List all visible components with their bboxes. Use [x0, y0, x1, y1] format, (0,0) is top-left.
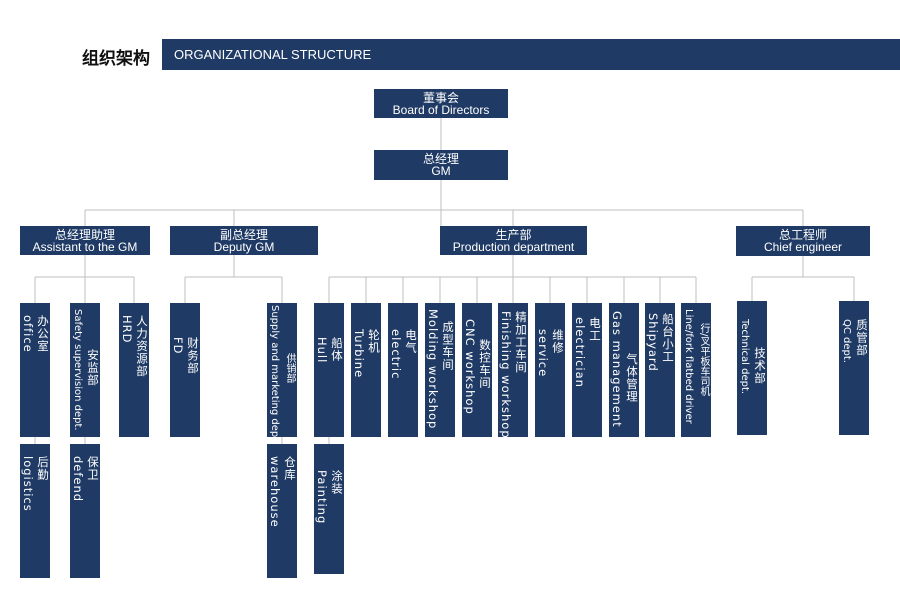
- logistics-en: logistics: [21, 456, 35, 512]
- molding-workshop-box: 成型车间 Molding workshop: [425, 303, 455, 437]
- shipyard-cn: 船台小工: [661, 313, 675, 363]
- gas-cn: 气体管理: [625, 353, 639, 403]
- office-en: office: [21, 315, 35, 353]
- turbine-en: Turbine: [352, 329, 366, 379]
- gm-en: GM: [431, 164, 451, 178]
- safety-en: Safety supervision dept.: [72, 309, 83, 431]
- electrician-box: 电工 electrician: [572, 303, 602, 437]
- electrician-en: electrician: [573, 317, 587, 388]
- qc-en: QC dept.: [841, 319, 852, 363]
- supply-marketing-box: 供销部 Supply and marketing dept.: [267, 303, 297, 444]
- service-box: 维修 service: [535, 303, 565, 437]
- fd-cn: 财务部: [186, 337, 200, 375]
- warehouse-box: 仓库 warehouse: [267, 444, 297, 578]
- electric-cn: 电气: [404, 329, 418, 354]
- fd-box: 财务部 FD: [170, 303, 200, 437]
- supply-en: Supply and marketing dept.: [269, 305, 280, 445]
- logistics-box: 后勤 logistics: [20, 444, 50, 578]
- safety-cn: 安监部: [86, 349, 100, 387]
- finishing-workshop-box: 精加工车间 Finishing workshop: [498, 303, 528, 439]
- office-box: 办公室 office: [20, 303, 50, 437]
- safety-supervision-box: 安监部 Safety supervision dept.: [70, 303, 100, 437]
- service-en: service: [536, 329, 550, 378]
- electric-en: electric: [389, 329, 403, 380]
- deputy-gm-box: 副总经理 Deputy GM: [170, 226, 318, 255]
- hull-box: 船体 Hull: [314, 303, 344, 437]
- page-title-cn: 组织架构: [82, 49, 150, 69]
- fd-en: FD: [171, 337, 185, 355]
- turbine-cn: 轮机: [367, 329, 381, 354]
- hrd-en: HRD: [120, 315, 134, 344]
- page-title-bar: ORGANIZATIONAL STRUCTURE: [162, 39, 900, 70]
- technical-cn: 技术部: [753, 347, 767, 385]
- painting-cn: 涂装: [330, 470, 344, 495]
- chief-engineer-cn: 总工程师: [778, 228, 827, 242]
- flatbed-en: Line/fork flatbed driver: [683, 309, 694, 424]
- defend-en: defend: [71, 456, 85, 503]
- assistant-gm-en: Assistant to the GM: [32, 239, 138, 254]
- chief-engineer-box: 总工程师 Chief engineer: [736, 226, 870, 256]
- cnc-workshop-box: 数控车间 CNC workshop: [462, 303, 492, 437]
- qc-cn: 质管部: [855, 319, 869, 357]
- office-cn: 办公室: [36, 315, 50, 353]
- production-dept-box: 生产部 Production department: [440, 226, 587, 255]
- deputy-gm-cn: 副总经理: [219, 227, 268, 242]
- hrd-box: 人力资源部 HRD: [119, 303, 149, 437]
- warehouse-en: warehouse: [268, 456, 282, 528]
- logistics-cn: 后勤: [36, 456, 50, 481]
- production-cn: 生产部: [495, 227, 532, 242]
- technical-en: Technical dept.: [739, 319, 750, 395]
- flatbed-cn: 行/叉平板车司机: [698, 323, 709, 397]
- flatbed-driver-box: 行/叉平板车司机 Line/fork flatbed driver: [681, 303, 711, 437]
- gas-management-box: 气体管理 Gas management: [609, 303, 639, 437]
- technical-dept-box: 技术部 Technical dept.: [737, 301, 767, 435]
- turbine-box: 轮机 Turbine: [351, 303, 381, 437]
- painting-en: Painting: [315, 470, 329, 525]
- board-en: Board of Directors: [392, 102, 490, 117]
- assistant-gm-cn: 总经理助理: [54, 227, 115, 242]
- gm-box: 总经理 GM: [374, 150, 508, 180]
- molding-en: Molding workshop: [426, 309, 440, 430]
- gas-en: Gas management: [610, 311, 624, 428]
- shipyard-box: 船台小工 Shipyard: [645, 303, 675, 437]
- board-cn: 董事会: [422, 90, 459, 105]
- cnc-cn: 数控车间: [478, 339, 492, 389]
- defend-box: 保卫 defend: [70, 444, 100, 578]
- molding-cn: 成型车间: [441, 321, 455, 371]
- hrd-cn: 人力资源部: [135, 315, 149, 378]
- hull-cn: 船体: [330, 337, 344, 362]
- shipyard-en: Shipyard: [646, 313, 660, 372]
- assistant-gm-box: 总经理助理 Assistant to the GM: [20, 226, 150, 255]
- electrician-cn: 电工: [588, 317, 602, 342]
- defend-cn: 保卫: [86, 456, 100, 481]
- finishing-en: Finishing workshop: [499, 311, 513, 439]
- deputy-gm-en: Deputy GM: [213, 239, 275, 254]
- supply-cn: 供销部: [284, 353, 295, 383]
- warehouse-cn: 仓库: [283, 456, 297, 481]
- production-en: Production department: [452, 239, 575, 254]
- hull-en: Hull: [315, 337, 329, 364]
- finishing-cn: 精加工车间: [514, 311, 528, 374]
- board-of-directors-box: 董事会 Board of Directors: [374, 89, 508, 118]
- qc-dept-box: 质管部 QC dept.: [839, 301, 869, 435]
- gm-cn: 总经理: [422, 152, 459, 166]
- electric-box: 电气 electric: [388, 303, 418, 437]
- cnc-en: CNC workshop: [463, 319, 477, 415]
- painting-box: 涂装 Painting: [314, 444, 344, 574]
- chief-engineer-en: Chief engineer: [763, 240, 843, 254]
- service-cn: 维修: [551, 329, 565, 354]
